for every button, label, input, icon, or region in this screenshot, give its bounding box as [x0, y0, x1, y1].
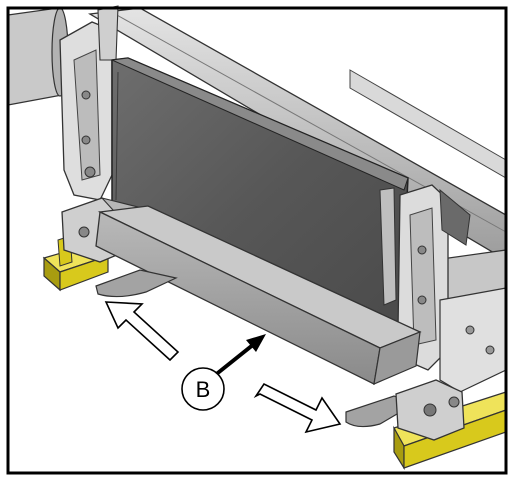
callout-b-label: B: [196, 377, 211, 402]
callout-pointer-arrow: [212, 334, 266, 378]
arrow-outline-left: [104, 301, 180, 362]
image-border: [6, 6, 508, 475]
cross-beam: [95, 205, 422, 385]
callout-b: B: [181, 367, 225, 411]
arrow-outline-right: [253, 382, 342, 434]
right-folding-arm: [379, 184, 471, 371]
right-base-bracket: [395, 379, 465, 441]
left-folding-arm: [59, 5, 119, 201]
foot-plate-left: [95, 269, 178, 298]
cylinder-top-left: [7, 7, 69, 106]
right-bracket: [439, 287, 507, 393]
